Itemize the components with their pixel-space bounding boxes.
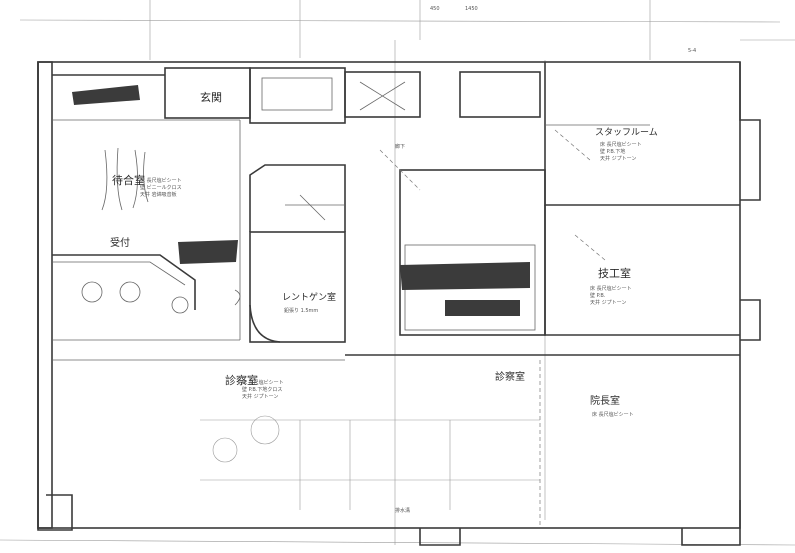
- shinsatsu-spec-3: 天井 ジプトーン: [242, 393, 278, 400]
- redaction-center-1: [400, 262, 530, 290]
- shinsatsu-spec-1: 床 長尺塩ビシート: [242, 379, 284, 386]
- label-shinsatsu-left: 診察室: [225, 373, 258, 387]
- label-corridor: 廊下: [395, 143, 405, 150]
- corner-mark: 5-4: [688, 48, 696, 54]
- machiai-spec-2: 壁 ビニールクロス: [140, 184, 182, 191]
- top-dim-2: 1450: [465, 6, 478, 12]
- redaction-reception: [178, 240, 238, 264]
- label-staff: スタッフルーム: [595, 127, 658, 138]
- inchou-spec: 床 長尺塩ビシート: [592, 411, 634, 418]
- staff-spec-2: 壁 P.B.下地: [600, 148, 625, 155]
- rentogen-spec: 鉛張り 1.5mm: [284, 307, 318, 314]
- handwritten-marks: [101, 147, 149, 211]
- room-labels: 玄関 待合室 受付 レントゲン室 診察室 診察室 スタッフルーム 技工室 院長室…: [110, 90, 658, 407]
- spec-notes: 床 長尺塩ビシート 壁 ビニールクロス 天井 岩綿吸音板 床 長尺塩ビシート 壁…: [140, 6, 696, 514]
- redaction-center-2: [445, 300, 520, 316]
- gikou-spec-2: 壁 P.B.: [590, 292, 606, 299]
- fixtures: [81, 129, 606, 463]
- staff-spec-3: 天井 ジプトーン: [600, 155, 636, 162]
- staff-spec-1: 床 長尺塩ビシート: [600, 141, 642, 148]
- redaction-marks: [72, 85, 530, 316]
- label-gikou: 技工室: [598, 266, 631, 280]
- machiai-spec-3: 天井 岩綿吸音板: [140, 191, 177, 198]
- bottom-mark: 排水溝: [395, 507, 410, 514]
- label-uketsuke: 受付: [110, 236, 130, 249]
- shinsatsu-spec-2: 壁 P.B.下地クロス: [242, 386, 282, 393]
- outer-walls: [37, 61, 761, 546]
- label-rentogen: レントゲン室: [282, 291, 336, 303]
- gikou-spec-3: 天井 ジプトーン: [590, 299, 626, 306]
- gikou-spec-1: 床 長尺塩ビシート: [590, 285, 632, 292]
- label-genkan: 玄関: [200, 90, 222, 104]
- machiai-spec-1: 床 長尺塩ビシート: [140, 177, 182, 184]
- label-inchou: 院長室: [590, 394, 620, 407]
- label-machiai: 待合室: [112, 173, 145, 187]
- redaction-top-left: [72, 85, 140, 105]
- label-shinsatsu-right: 診察室: [495, 370, 525, 383]
- top-dim-1: 450: [430, 6, 440, 12]
- interior-walls: [52, 62, 740, 528]
